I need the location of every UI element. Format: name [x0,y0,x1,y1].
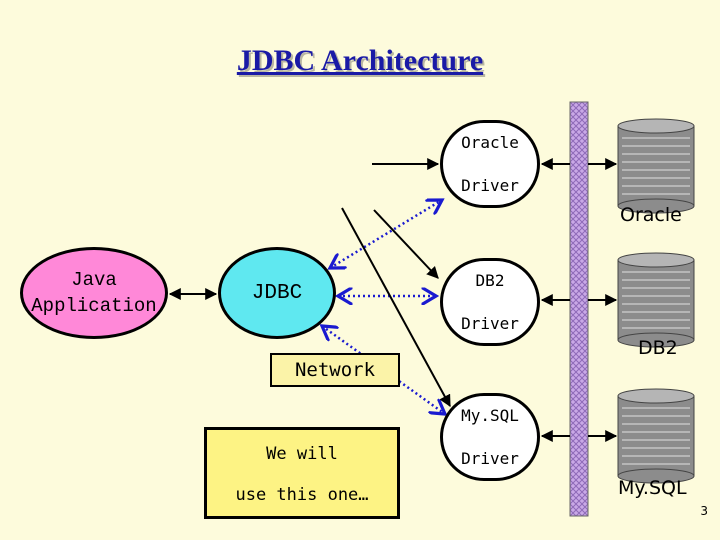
jdbc-label: JDBC [251,281,303,305]
java-app-line2: Application [31,295,157,317]
db2-database-icon [617,252,695,348]
slanted-arrow-to-mysql [341,207,451,408]
note-line1: We will [266,444,338,464]
db2-driver-line1: DB2 [475,271,505,290]
note-line2: use this one… [235,485,369,505]
oracle-db-label: Oracle [620,204,682,226]
jdbc-node: JDBC [218,247,336,339]
note-box: We will use this one… [204,427,400,519]
mysql-database-icon [617,388,695,484]
oracle-driver-line2: Driver [461,176,519,195]
oracle-database-icon [617,118,695,214]
oracle-driver-node: Oracle Driver [440,120,540,208]
mysql-driver-node: My.SQL Driver [440,393,540,481]
mysql-db-label: My.SQL [618,477,687,499]
mysql-driver-line1: My.SQL [461,406,519,425]
oracle-driver-line1: Oracle [461,133,519,152]
db2-driver-node: DB2 Driver [440,258,540,346]
slide-title: JDBC Architecture [236,44,484,77]
db2-driver-line2: Driver [461,314,519,333]
jdbc-oracle-dotted-arrow [330,200,442,268]
page-number: 3 [700,504,708,518]
java-application-node: Java Application [20,247,168,339]
slanted-arrow-to-db2 [373,209,439,279]
db2-db-label: DB2 [638,337,678,359]
network-label: Network [270,353,400,387]
java-app-line1: Java [71,269,117,291]
network-bar [569,101,589,517]
mysql-driver-line2: Driver [461,449,519,468]
